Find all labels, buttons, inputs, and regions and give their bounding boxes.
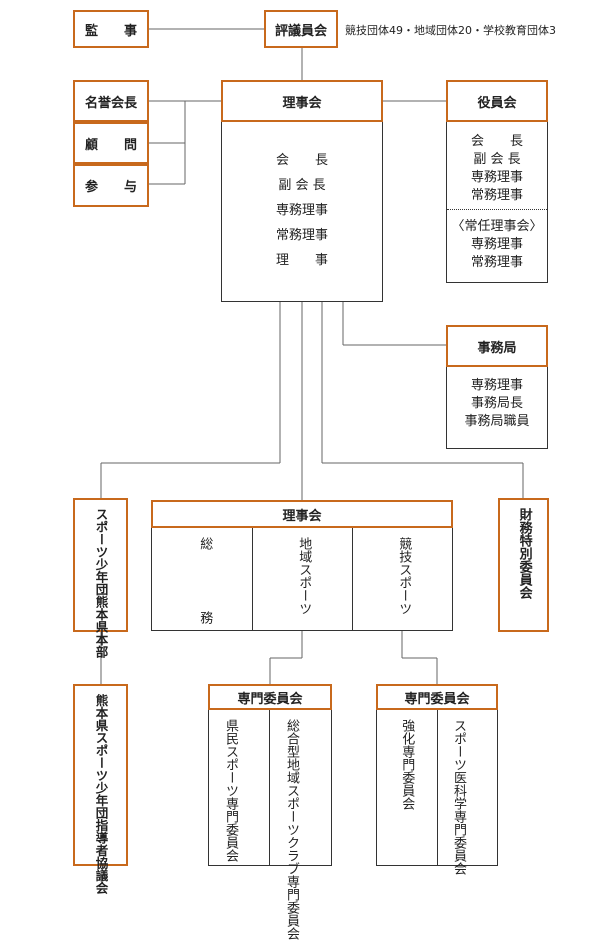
shidosha-label: 熊本県スポーツ少年団指導者協議会 xyxy=(93,694,109,894)
hyogiin-title: 評議員会 xyxy=(274,23,327,39)
rijikai2-body: 総 務 地域スポーツ 競技スポーツ xyxy=(151,526,453,631)
jimukyoku-member-shokuin: 事務局職員 xyxy=(464,414,530,429)
hyogiin-note: 競技団体49・地域団体20・学校教育団体3 xyxy=(345,24,556,37)
rijikai-member-senmu: 専務理事 xyxy=(275,203,328,218)
sanyo-box: 参 与 xyxy=(73,164,149,207)
rijikai2-title: 理事会 xyxy=(282,508,322,524)
hyogiin-box: 評議員会 xyxy=(264,10,338,48)
yakuinkai-divider xyxy=(447,209,547,210)
jimukyoku-member-senmu: 専務理事 xyxy=(470,378,523,393)
yakuinkai-body: 会 長 副 会 長 専務理事 常務理事 〈常任理事会〉 専務理事 常務理事 xyxy=(446,121,548,283)
senmon2-divider xyxy=(437,709,438,865)
kansa-box: 監 事 xyxy=(73,10,149,48)
shidosha-box: 熊本県スポーツ少年団指導者協議会 xyxy=(73,684,128,894)
jimukyoku-member-kyokucho: 事務局長 xyxy=(470,396,523,411)
sports-shonen-box: スポーツ少年団熊本県本部 xyxy=(73,498,128,658)
jimukyoku-title: 事務局 xyxy=(477,340,517,356)
somu-char-bottom: 務 xyxy=(197,611,213,624)
jimukyoku-header: 事務局 xyxy=(446,325,548,367)
rijikai-title: 理事会 xyxy=(282,95,322,111)
sports-shonen-label: スポーツ少年団熊本県本部 xyxy=(93,508,109,658)
connector-lines xyxy=(100,28,524,684)
senmon1-body: 県民スポーツ専門委員会 総合型地域スポーツクラブ専門委員会 xyxy=(208,708,332,940)
kyogi-sports-label: 競技スポーツ xyxy=(396,537,412,615)
yakuinkai-member-kaicho: 会 長 xyxy=(470,134,523,149)
kyoka-label: 強化専門委員会 xyxy=(399,719,415,810)
zaimu-box: 財務特別委員会 xyxy=(498,498,549,632)
yakuinkai-header: 役員会 xyxy=(446,80,548,122)
ikagaku-label: スポーツ医科学専門委員会 xyxy=(451,719,466,875)
rijikai-member-kaicho: 会 長 xyxy=(275,153,328,168)
joninrijikai-member-senmu: 専務理事 xyxy=(470,237,523,252)
somu-char-top: 総 xyxy=(197,537,213,550)
meiyo-kaicho-box: 名誉会長 xyxy=(73,80,149,122)
komon-box: 顧 問 xyxy=(73,122,149,164)
jimukyoku-body: 専務理事 事務局長 事務局職員 xyxy=(446,365,548,449)
chiiki-sports-label: 地域スポーツ xyxy=(296,537,312,615)
joninrijikai-title: 〈常任理事会〉 xyxy=(451,219,543,234)
yakuinkai-title: 役員会 xyxy=(477,95,517,111)
kansa-label: 監 事 xyxy=(84,23,144,39)
kenmin-sports-label: 県民スポーツ専門委員会 xyxy=(223,719,238,862)
senmon2-header: 専門委員会 xyxy=(376,684,498,710)
joninrijikai-member-jomu: 常務理事 xyxy=(470,255,523,270)
yakuinkai-member-jomu: 常務理事 xyxy=(470,188,523,203)
yakuinkai-member-fukukaicho: 副 会 長 xyxy=(473,152,521,167)
senmon2-body: 強化専門委員会 スポーツ医科学専門委員会 xyxy=(376,708,498,875)
senmon2-title: 専門委員会 xyxy=(404,691,470,707)
sogogata-label: 総合型地域スポーツクラブ専門委員会 xyxy=(284,719,299,940)
rijikai-header: 理事会 xyxy=(221,80,383,122)
yakuinkai-member-senmu: 専務理事 xyxy=(470,170,523,185)
senmon1-title: 専門委員会 xyxy=(237,691,303,707)
senmon1-header: 専門委員会 xyxy=(208,684,332,710)
zaimu-label: 財務特別委員会 xyxy=(516,508,532,599)
komon-label: 顧 問 xyxy=(84,137,137,153)
rijikai-body: 会 長 副 会 長 専務理事 常務理事 理 事 xyxy=(221,121,383,302)
meiyo-kaicho-label: 名誉会長 xyxy=(84,95,137,111)
rijikai-member-fukukaicho: 副 会 長 xyxy=(278,178,326,193)
rijikai2-divider-1 xyxy=(252,527,253,630)
rijikai-member-jomu: 常務理事 xyxy=(275,228,328,243)
rijikai-member-riji: 理 事 xyxy=(275,253,328,268)
rijikai2-divider-2 xyxy=(352,527,353,630)
sanyo-label: 参 与 xyxy=(84,180,137,195)
rijikai2-header: 理事会 xyxy=(151,500,453,528)
senmon1-divider xyxy=(269,709,270,865)
